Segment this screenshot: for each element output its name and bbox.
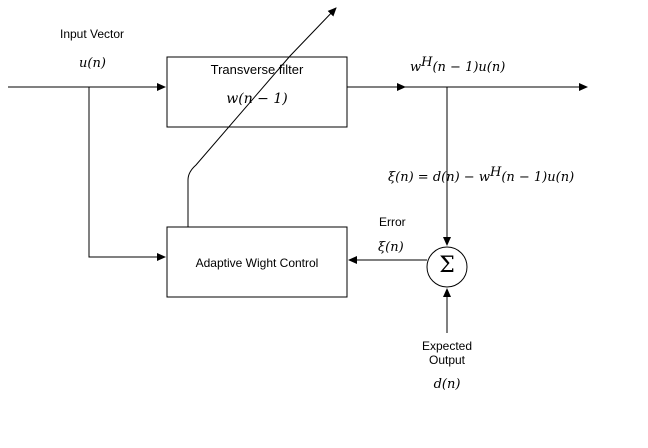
input-branch-line — [88, 87, 166, 261]
output-w: w — [410, 60, 422, 75]
error-equation: ξ(n) = d(n) − wH(n − 1)u(n) — [388, 166, 575, 185]
expected-line-2: Output — [428, 353, 466, 367]
input-vector-label: Input Vector — [60, 27, 125, 41]
sigma-icon: Σ — [439, 253, 455, 278]
error-eq-rest: (n − 1)u(n) — [501, 170, 575, 185]
adaptation-line — [187, 7, 337, 227]
expected-output-label: Expected Output — [407, 339, 487, 367]
output-rest: (n − 1)u(n) — [432, 60, 506, 75]
error-symbol: ξ(n) — [378, 240, 404, 255]
error-eq-superscript-h: H — [489, 165, 502, 180]
output-expression: wH(n − 1)u(n) — [410, 56, 506, 75]
control-title: Adaptive Wight Control — [195, 256, 319, 270]
transverse-filter-block — [166, 56, 348, 128]
error-label: Error — [379, 215, 406, 229]
summing-junction — [426, 246, 468, 288]
output-superscript-h: H — [421, 55, 433, 70]
adaptive-control-block — [166, 226, 348, 298]
input-symbol: u(n) — [79, 56, 106, 71]
error-eq-lhs: ξ(n) = d(n) − w — [388, 170, 490, 185]
filter-weight-symbol: w(n − 1) — [226, 91, 288, 107]
expected-symbol: d(n) — [433, 377, 461, 392]
expected-line-1: Expected — [421, 339, 473, 353]
filter-title: Transverse filter — [210, 62, 304, 77]
